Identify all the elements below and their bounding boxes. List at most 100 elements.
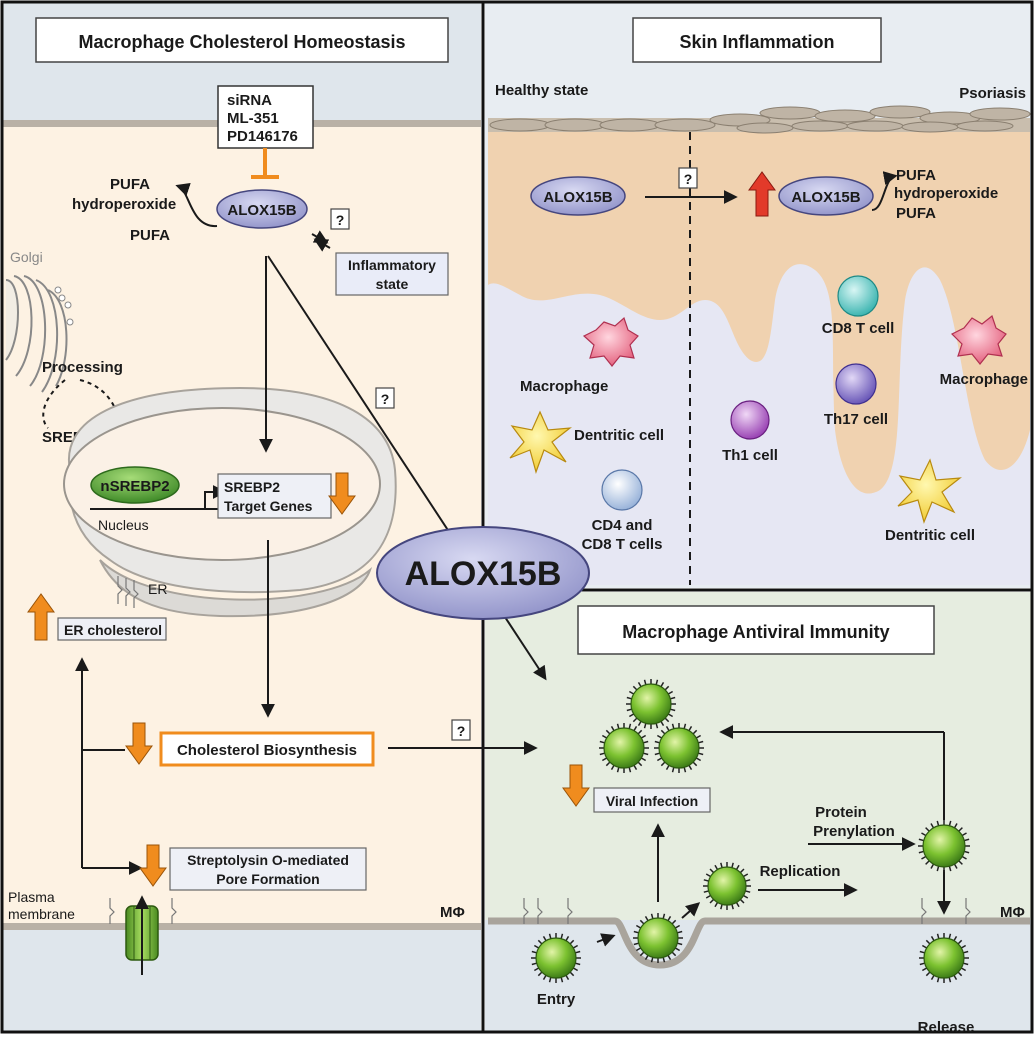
- left-pufa-hydroperoxide-1: PUFA: [110, 176, 150, 193]
- healthy-state-label: Healthy state: [495, 82, 588, 99]
- protein-prenylation-label-1: Protein: [815, 804, 867, 821]
- processing-label: Processing: [42, 359, 123, 376]
- pore-channel: [109, 895, 177, 975]
- svg-text:Target Genes: Target Genes: [224, 498, 313, 514]
- macrophage-psoriasis-label: Macrophage: [940, 371, 1028, 388]
- viral-infection-box: Viral Infection: [593, 787, 711, 813]
- cholesterol-biosynthesis-box: Cholesterol Biosynthesis: [159, 731, 375, 767]
- inhibitor-box: siRNA ML-351 PD146176: [217, 85, 314, 149]
- inhibition-symbol: [251, 148, 279, 179]
- skin-title-box: Skin Inflammation: [632, 17, 882, 63]
- skin-question: ?: [678, 167, 698, 189]
- virus-particle: [633, 913, 683, 963]
- svg-text:?: ?: [457, 723, 466, 739]
- cd4-cd8-label-2: CD8 T cells: [582, 536, 663, 553]
- virus-particle: [654, 723, 704, 773]
- macrophage-healthy-label: Macrophage: [520, 378, 608, 395]
- endocytosis-arrow: [681, 902, 701, 919]
- svg-text:state: state: [376, 276, 409, 292]
- virus-particle: [599, 723, 649, 773]
- protein-prenylation-label-2: Prenylation: [813, 823, 895, 840]
- svg-text:Cholesterol Biosynthesis: Cholesterol Biosynthesis: [177, 742, 357, 759]
- virus-particle: [531, 933, 581, 983]
- cd4-cd8-label-1: CD4 and: [592, 517, 653, 534]
- svg-text:Streptolysin O-mediated: Streptolysin O-mediated: [187, 852, 349, 868]
- central-alox15b: ALOX15B: [376, 526, 590, 620]
- th17-cell-label: Th17 cell: [824, 411, 888, 428]
- virus-particle: [626, 679, 676, 729]
- right-mphi-label: MΦ: [1000, 904, 1025, 921]
- svg-text:ALOX15B: ALOX15B: [227, 202, 296, 219]
- dendritic-cell-healthy-label: Dentritic cell: [574, 427, 664, 444]
- virus-particle: [919, 933, 969, 983]
- macrophage-psoriasis: [950, 314, 1007, 365]
- up-arrow-er-cholesterol: [27, 593, 55, 641]
- left-pufa: PUFA: [130, 227, 170, 244]
- psoriasis-pufa-arrow: [871, 171, 898, 211]
- processing-dashed-arrow-1: [42, 379, 66, 429]
- svg-text:ALOX15B: ALOX15B: [543, 189, 612, 206]
- macrophage-healthy: [582, 316, 639, 367]
- left-mphi-label: MΦ: [440, 904, 465, 921]
- inhibitor-ml351: ML-351: [227, 110, 279, 127]
- svg-text:?: ?: [381, 391, 390, 407]
- replication-label: Replication: [760, 863, 841, 880]
- skin-surface-cells: [488, 105, 1031, 134]
- virus-particle: [918, 820, 970, 872]
- target-genes-box: SREBP2 Target Genes: [217, 473, 332, 519]
- entry-arrow: [596, 933, 616, 947]
- skin-panel-title: Skin Inflammation: [679, 32, 834, 52]
- entry-label: Entry: [537, 991, 576, 1008]
- skin-pufa-hydroperoxide-2: hydroperoxide: [894, 185, 998, 202]
- down-arrow-target-genes: [328, 472, 356, 515]
- inhibitor-sirna: siRNA: [227, 92, 272, 109]
- left-pufa-hydroperoxide-2: hydroperoxide: [72, 196, 176, 213]
- th1-cell: [730, 400, 770, 440]
- enzyme-alox15b-left: ALOX15B: [216, 189, 308, 229]
- down-arrow-viral-infection: [562, 764, 590, 807]
- svg-text:ALOX15B: ALOX15B: [791, 189, 860, 206]
- th1-cell-label: Th1 cell: [722, 447, 778, 464]
- pore-formation-box: Streptolysin O-mediated Pore Formation: [169, 847, 367, 891]
- down-arrow-pore-formation: [139, 844, 167, 887]
- antiviral-question: ?: [451, 719, 471, 741]
- right-top-panel: [485, 3, 1031, 588]
- svg-text:SREBP2: SREBP2: [224, 479, 280, 495]
- equilibrium-arrows: [311, 230, 331, 252]
- svg-text:Pore Formation: Pore Formation: [216, 871, 319, 887]
- er-label: ER: [148, 581, 167, 597]
- up-arrow-red: [748, 171, 776, 217]
- svg-text:?: ?: [684, 171, 693, 187]
- antiviral-title-box: Macrophage Antiviral Immunity: [577, 605, 935, 655]
- left-panel-title: Macrophage Cholesterol Homeostasis: [78, 32, 405, 52]
- skin-pufa-hydroperoxide-1: PUFA: [896, 167, 936, 184]
- cd8-t-cell-label: CD8 T cell: [822, 320, 895, 337]
- antiviral-panel-title: Macrophage Antiviral Immunity: [622, 622, 889, 642]
- svg-text:ER cholesterol: ER cholesterol: [64, 622, 162, 638]
- left-question-1: ?: [330, 208, 350, 230]
- er-cholesterol-box: ER cholesterol: [57, 617, 167, 641]
- left-question-2: ?: [375, 387, 395, 409]
- th17-cell: [835, 363, 877, 405]
- left-title-box: Macrophage Cholesterol Homeostasis: [35, 17, 449, 63]
- inhibitor-pd146176: PD146176: [227, 128, 298, 145]
- dendritic-cell-psoriasis: [897, 458, 962, 524]
- dendritic-cell-healthy: [509, 410, 572, 474]
- svg-text:?: ?: [336, 212, 345, 228]
- enzyme-alox15b-psoriasis: ALOX15B: [778, 176, 874, 216]
- central-alox15b-label: ALOX15B: [405, 555, 562, 593]
- nsrebp2-protein: nSREBP2: [90, 466, 180, 504]
- dendritic-cell-psoriasis-label: Dentritic cell: [885, 527, 975, 544]
- nucleus-label: Nucleus: [98, 517, 149, 533]
- enzyme-alox15b-healthy: ALOX15B: [530, 176, 626, 216]
- svg-text:Golgi: Golgi: [10, 249, 43, 265]
- cd8-t-cell: [837, 275, 879, 317]
- plasma-membrane-label-2: membrane: [8, 906, 75, 922]
- cd4-cd8-t-cell: [601, 469, 643, 511]
- membrane-cholesterol-right: [523, 898, 971, 924]
- plasma-membrane-label-1: Plasma: [8, 889, 55, 905]
- inflammatory-state-box: Inflammatory state: [335, 252, 449, 296]
- svg-text:nSREBP2: nSREBP2: [100, 478, 169, 495]
